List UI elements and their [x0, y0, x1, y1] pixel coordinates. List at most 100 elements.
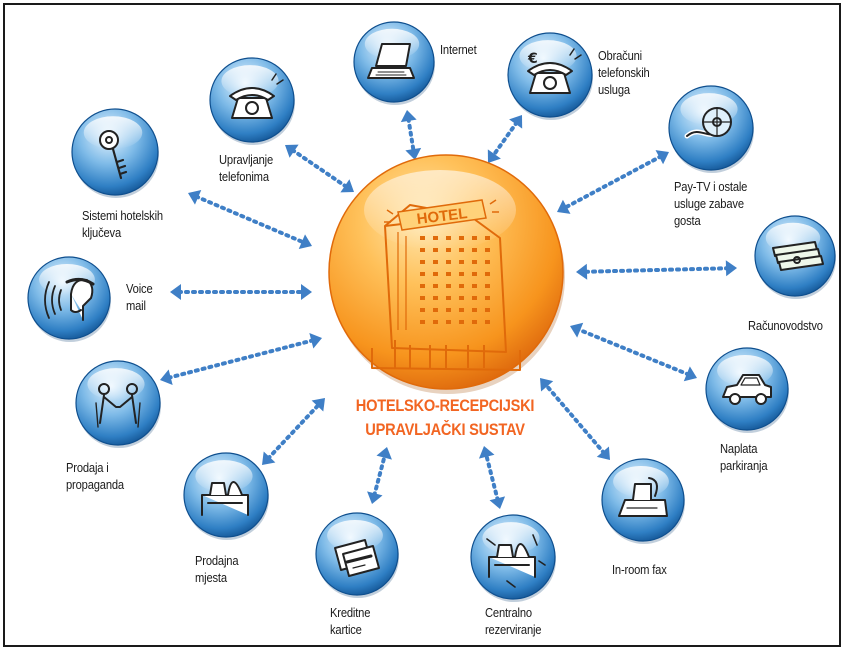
arrow-central — [478, 446, 506, 509]
arrowhead-inner — [487, 149, 501, 163]
arrow-dots — [266, 402, 321, 461]
hotel-sign: HOTEL — [384, 199, 499, 231]
arrow-voicemail — [170, 284, 312, 300]
arrowhead-inner — [340, 179, 354, 193]
node-shine — [482, 522, 540, 555]
arrowhead-inner — [405, 147, 422, 160]
arrowhead-inner — [298, 234, 312, 250]
arrow-paytv — [557, 150, 669, 214]
arrow-cards — [367, 447, 392, 504]
arrow-phones — [285, 144, 354, 193]
arrowhead-outer — [725, 260, 737, 277]
laptop-icon — [367, 43, 415, 79]
fax-machine-icon — [618, 477, 668, 517]
connector-arrows — [160, 110, 737, 509]
arrowhead-outer — [683, 366, 697, 382]
node-cards — [315, 512, 399, 598]
arrowhead-outer — [170, 284, 181, 300]
node-shine — [195, 460, 253, 493]
arrow-dots — [290, 148, 349, 189]
arrow-dots — [372, 453, 387, 498]
node-keys — [71, 108, 159, 198]
arrowhead-outer — [509, 115, 523, 129]
node-pos — [183, 452, 269, 540]
arrowhead-inner — [478, 446, 495, 459]
arrowhead-inner — [309, 333, 322, 349]
arrowhead-inner — [301, 284, 312, 300]
arrowhead-outer — [160, 369, 173, 385]
center-title-line2: UPRAVLJAČKI SUSTAV — [365, 420, 525, 439]
arrowhead-inner — [540, 378, 554, 392]
node-billing: € — [507, 32, 593, 120]
telephone-icon — [229, 73, 284, 119]
label-central: Centralno rezerviranje — [485, 605, 542, 637]
arrowhead-inner — [376, 447, 392, 460]
arrow-accounting — [576, 260, 737, 280]
arrowhead-outer — [262, 451, 276, 465]
credit-cards-icon — [334, 539, 380, 577]
hotel-center: HOTEL — [328, 154, 565, 394]
arrowhead-inner — [557, 199, 571, 214]
label-pos: Prodajna mjesta — [195, 553, 239, 585]
arrow-billing — [487, 115, 523, 163]
node-circles: € — [27, 21, 836, 602]
arrowhead-outer — [596, 446, 610, 460]
node-parking — [705, 347, 789, 433]
hotel-sign-text: HOTEL — [416, 205, 469, 228]
label-sales: Prodaja i propaganda — [66, 460, 124, 492]
label-fax: In-room fax — [612, 562, 667, 577]
arrowhead-inner — [570, 322, 584, 338]
node-voicemail — [27, 256, 111, 342]
label-parking: Naplata parkiranja — [720, 441, 768, 473]
arrow-dots — [406, 116, 416, 154]
arrow-dots — [491, 120, 519, 158]
arrow-fax — [540, 378, 610, 460]
arrowhead-inner — [576, 263, 588, 280]
node-central — [470, 514, 556, 602]
handshake-icon — [95, 383, 141, 428]
center-title-line1: HOTELSKO-RECEPCIJSKI — [355, 396, 535, 415]
diagram-frame — [3, 3, 841, 647]
arrowhead-outer — [655, 150, 669, 165]
desk-arrows-icon — [486, 534, 546, 588]
node-phones — [209, 57, 295, 145]
label-billing: Obračuni telefonskih usluga — [598, 48, 650, 97]
label-keys: Sistemi hotelskih ključeva — [82, 208, 163, 240]
money-stack-icon — [772, 241, 824, 271]
node-shine — [327, 519, 383, 552]
node-shine — [87, 368, 145, 401]
node-paytv — [668, 85, 754, 173]
voice-mail-icon — [44, 277, 95, 321]
arrow-internet — [400, 110, 422, 160]
desk-register-icon — [201, 481, 249, 516]
arrowhead-outer — [285, 144, 299, 158]
label-internet: Internet — [440, 42, 477, 57]
arrow-dots — [484, 452, 500, 503]
node-accounting — [754, 215, 836, 299]
arrow-keys — [188, 189, 312, 250]
arrow-dots — [582, 266, 731, 274]
label-voicemail: Voice mail — [126, 281, 153, 313]
arrow-sales — [160, 333, 322, 385]
label-phones: Upravljanje telefonima — [219, 152, 274, 184]
node-sales — [75, 360, 161, 448]
arrow-dots — [166, 338, 316, 380]
label-paytv: Pay-TV i ostale usluge zabave gosta — [674, 179, 748, 228]
car-icon — [722, 374, 772, 405]
arrowhead-outer — [188, 189, 202, 205]
label-accounting: Računovodstvo — [748, 318, 823, 333]
key-icon — [99, 130, 128, 180]
arrow-dots — [576, 327, 691, 377]
phone-euro-icon: € — [527, 48, 582, 94]
arrow-parking — [570, 322, 697, 382]
arrow-dots — [194, 194, 306, 245]
arrow-dots — [543, 382, 607, 456]
arrow-pos — [262, 398, 325, 465]
arrow-dots — [562, 154, 664, 210]
svg-text:€: € — [527, 51, 538, 67]
node-shine — [519, 40, 577, 73]
node-fax — [601, 458, 685, 544]
label-cards: Kreditne kartice — [330, 605, 371, 637]
